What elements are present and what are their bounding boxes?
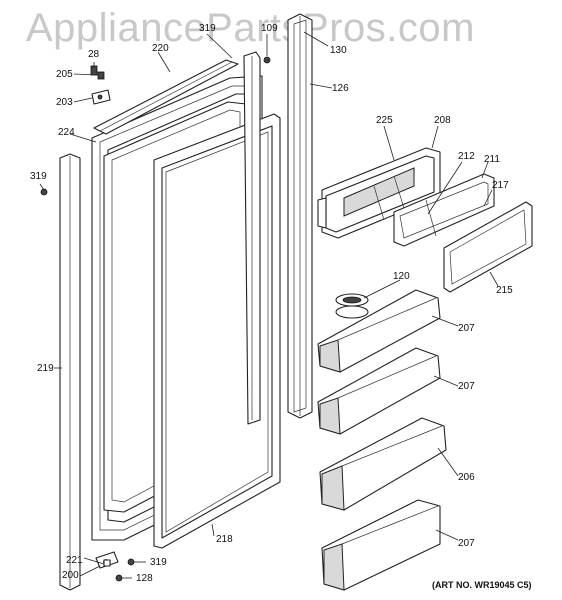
watermark-text: AppliancePartsPros.com xyxy=(26,6,475,50)
door-bin-upper xyxy=(317,289,441,373)
egg-tray-120 xyxy=(335,293,369,319)
callout-207-upper: 207 xyxy=(458,323,475,334)
door-gasket-218 xyxy=(153,113,281,549)
callout-218: 218 xyxy=(216,534,233,545)
callout-200: 200 xyxy=(62,570,79,581)
callout-128: 128 xyxy=(136,573,153,584)
art-number: (ART NO. WR19045 C5) xyxy=(432,580,532,590)
callout-319-bottom: 319 xyxy=(150,557,167,568)
callout-28: 28 xyxy=(88,49,100,60)
door-bin-middle xyxy=(317,347,441,435)
callout-212: 212 xyxy=(458,151,475,162)
door-bin-lower xyxy=(321,499,441,591)
callout-206: 206 xyxy=(458,472,475,483)
dairy-door-211 xyxy=(393,173,495,247)
callout-215: 215 xyxy=(496,285,513,296)
callout-207-middle: 207 xyxy=(458,381,475,392)
callout-225: 225 xyxy=(376,115,393,126)
callout-217: 217 xyxy=(492,180,509,191)
top-trim-220 xyxy=(93,59,239,135)
callout-205: 205 xyxy=(56,69,73,80)
callout-120: 120 xyxy=(393,271,410,282)
hinge-strip xyxy=(243,51,261,425)
callout-109: 109 xyxy=(261,23,278,34)
callout-220: 220 xyxy=(152,43,169,54)
leader-lines xyxy=(39,31,499,579)
callout-207-lower: 207 xyxy=(458,538,475,549)
callout-319-left: 319 xyxy=(30,171,47,182)
callout-219: 219 xyxy=(37,363,54,374)
callout-211: 211 xyxy=(484,154,500,165)
callout-203: 203 xyxy=(56,97,73,108)
dairy-door-trim-215 xyxy=(443,201,533,293)
hardware-parts xyxy=(40,56,271,582)
dairy-compartment-225 xyxy=(317,147,441,239)
door-bin-206 xyxy=(319,417,447,511)
callout-126: 126 xyxy=(332,83,349,94)
callout-224: 224 xyxy=(58,127,75,138)
callout-208: 208 xyxy=(434,115,451,126)
callout-319-top: 319 xyxy=(199,23,216,34)
vertical-trim-126 xyxy=(287,13,313,419)
callout-221: 221 xyxy=(66,555,83,566)
side-trim-219 xyxy=(59,153,81,591)
callout-130: 130 xyxy=(330,45,347,56)
